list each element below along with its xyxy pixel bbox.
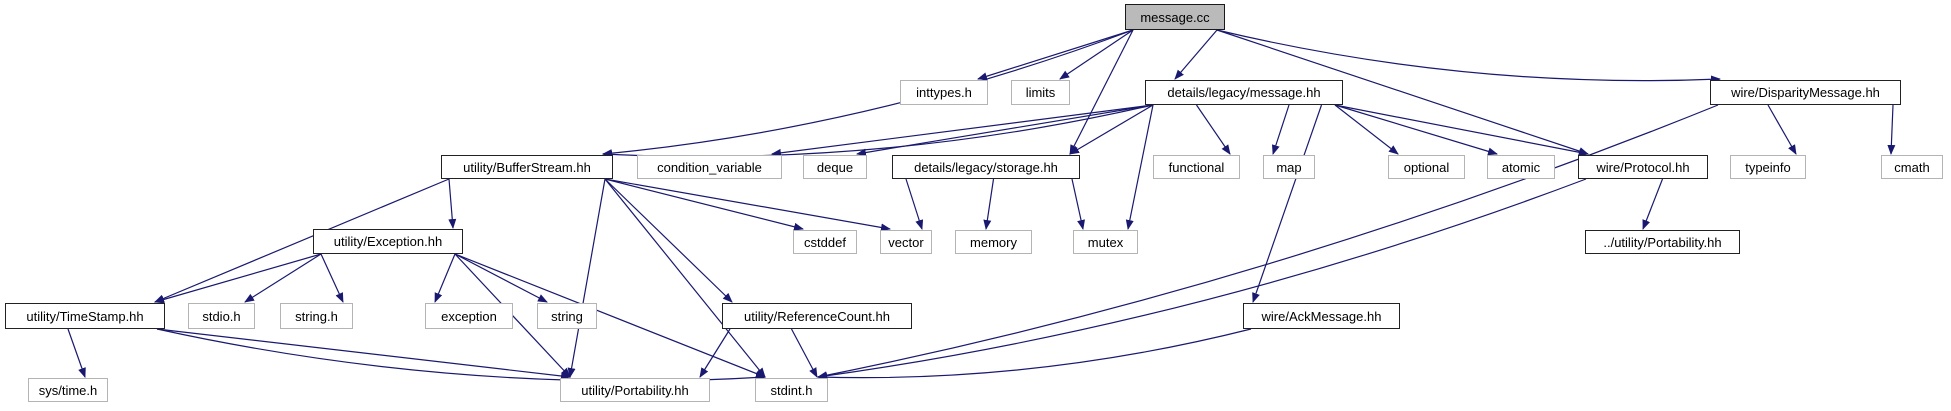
- edge-legacy-message-to-atomic: [1334, 104, 1498, 156]
- edge-legacy-message-to-ackmessage: [1252, 104, 1323, 303]
- graph-node-bufferstream[interactable]: utility/BufferStream.hh: [441, 155, 613, 179]
- edge-storage-to-mutex: [1071, 178, 1085, 230]
- edge-legacy-message-to-storage: [1069, 104, 1154, 155]
- graph-node-functional: functional: [1153, 155, 1240, 179]
- graph-node-ackmessage[interactable]: wire/AckMessage.hh: [1243, 303, 1400, 329]
- edge-message-cc-to-legacy-message: [1174, 29, 1218, 80]
- edge-legacy-message-to-condvar: [771, 104, 1154, 157]
- graph-node-portability: utility/Portability.hh: [560, 378, 710, 402]
- edge-bufferstream-to-refcount: [604, 178, 733, 303]
- graph-node-stdio: stdio.h: [188, 303, 255, 329]
- edge-message-cc-to-limits: [1059, 29, 1134, 80]
- edge-bufferstream-to-portability: [567, 178, 606, 378]
- edge-legacy-message-to-optional: [1334, 104, 1399, 155]
- edge-storage-to-memory: [983, 178, 995, 230]
- edge-exception-hh-to-stdio: [244, 253, 322, 303]
- edge-protocol-to-rel-portability: [1642, 178, 1664, 230]
- graph-node-exception-hh[interactable]: utility/Exception.hh: [313, 229, 463, 254]
- edge-exception-hh-to-stdint: [454, 253, 766, 378]
- graph-node-limits: limits: [1011, 80, 1070, 105]
- edge-message-cc-to-bufferstream: [602, 29, 1134, 158]
- edge-disparity-to-typeinfo: [1767, 104, 1797, 155]
- edge-bufferstream-to-cstddef: [604, 178, 804, 231]
- graph-node-timestamp[interactable]: utility/TimeStamp.hh: [5, 303, 165, 329]
- edge-bufferstream-to-exception-hh: [448, 178, 457, 229]
- edge-legacy-message-to-deque: [856, 104, 1154, 157]
- edge-storage-to-vector: [905, 178, 924, 230]
- graph-node-vector: vector: [880, 230, 932, 254]
- edge-bufferstream-to-vector: [604, 178, 891, 232]
- graph-node-condvar: condition_variable: [637, 155, 782, 179]
- graph-node-atomic: atomic: [1487, 155, 1555, 179]
- edge-message-cc-to-protocol: [1216, 29, 1589, 155]
- edge-message-cc-to-storage: [1069, 29, 1134, 155]
- graph-node-inttypes: inttypes.h: [900, 80, 988, 105]
- edge-refcount-to-stdint: [790, 328, 818, 378]
- graph-node-rel-portability[interactable]: ../utility/Portability.hh: [1585, 230, 1740, 254]
- graph-node-protocol[interactable]: wire/Protocol.hh: [1578, 155, 1708, 179]
- graph-node-disparity[interactable]: wire/DisparityMessage.hh: [1710, 80, 1901, 105]
- graph-node-optional: optional: [1388, 155, 1465, 179]
- edge-exception-hh-to-string-std: [454, 253, 548, 303]
- edge-legacy-message-to-map: [1271, 104, 1290, 155]
- edge-bufferstream-to-stdint: [604, 178, 766, 378]
- edge-protocol-to-stdint: [817, 178, 1587, 380]
- graph-node-stdint: stdint.h: [755, 378, 828, 402]
- graph-node-message-cc: message.cc: [1125, 4, 1225, 30]
- edge-refcount-to-portability: [699, 328, 731, 378]
- edge-exception-hh-to-timestamp: [154, 253, 322, 304]
- graph-node-map: map: [1263, 155, 1315, 179]
- graph-node-memory: memory: [955, 230, 1032, 254]
- edge-timestamp-to-systime: [67, 328, 86, 378]
- graph-node-exception-std: exception: [425, 303, 513, 329]
- graph-node-cmath: cmath: [1881, 155, 1943, 179]
- edge-exception-hh-to-stringh: [320, 253, 344, 303]
- edge-bufferstream-to-timestamp: [154, 178, 450, 303]
- edge-message-cc-to-disparity: [1216, 29, 1721, 84]
- graph-node-storage[interactable]: details/legacy/storage.hh: [892, 155, 1080, 179]
- graph-node-cstddef: cstddef: [793, 230, 857, 254]
- edge-ackmessage-to-stdint: [817, 328, 1252, 382]
- edge-legacy-message-to-functional: [1196, 104, 1231, 155]
- edge-exception-hh-to-exception-std: [434, 253, 456, 303]
- graph-node-refcount[interactable]: utility/ReferenceCount.hh: [722, 303, 912, 329]
- edge-legacy-message-to-mutex: [1125, 104, 1154, 230]
- edge-legacy-message-to-bufferstream: [602, 104, 1154, 159]
- graph-node-mutex: mutex: [1073, 230, 1138, 254]
- edge-timestamp-to-stdint: [156, 328, 766, 382]
- graph-node-systime: sys/time.h: [28, 378, 108, 402]
- graph-node-string-std: string: [537, 303, 597, 329]
- edge-disparity-to-cmath: [1887, 104, 1896, 155]
- graph-node-deque: deque: [803, 155, 867, 179]
- edge-disparity-to-stdint: [817, 104, 1719, 380]
- graph-node-typeinfo: typeinfo: [1730, 155, 1806, 179]
- graph-node-stringh: string.h: [280, 303, 353, 329]
- graph-node-legacy-message[interactable]: details/legacy/message.hh: [1145, 80, 1343, 105]
- edge-message-cc-to-inttypes: [977, 29, 1134, 81]
- edge-timestamp-to-portability: [156, 328, 571, 380]
- edge-legacy-message-to-protocol: [1334, 104, 1589, 157]
